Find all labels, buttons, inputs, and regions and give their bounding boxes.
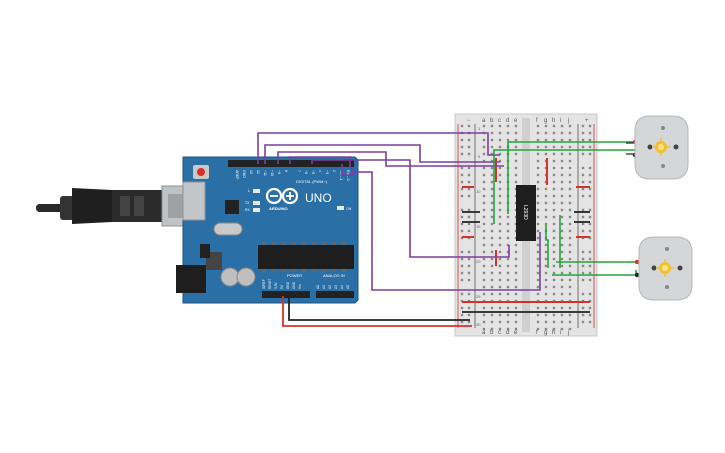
dc-motor-1[interactable] [634, 115, 689, 180]
pin-label-13: 13 [249, 170, 253, 174]
rail-minus-label: − [467, 118, 471, 124]
col-label-a: a [482, 118, 486, 124]
power-label-ioref: IOREF [262, 279, 266, 289]
wire-motor1-b [507, 141, 635, 214]
row-number-25: 25 [476, 294, 481, 299]
motor-2-shaft-icon [656, 259, 674, 277]
col-label-d: d [506, 118, 509, 124]
power-label-gnd1: GND [286, 281, 290, 289]
col-label-j: j [567, 118, 569, 124]
led-tx-label: TX [245, 201, 250, 205]
col-label-b: b [490, 118, 494, 124]
atmega-chip [258, 245, 354, 269]
wire-pin10 [289, 156, 351, 168]
analog-label-a5: A5 [346, 285, 350, 289]
motor-1-shaft-icon [652, 138, 670, 156]
wire-motor2-a [545, 225, 549, 268]
arduino-logo-icon [265, 187, 299, 205]
digital-header[interactable] [228, 160, 354, 167]
col-label-g: g [544, 118, 547, 124]
pin-label-gnd: GND [242, 170, 246, 178]
led-rx [253, 208, 260, 212]
col-label-j-bottom: j [567, 330, 569, 336]
usb-cable [36, 185, 191, 227]
led-tx [253, 201, 260, 205]
pin-label-9: ~9 [277, 170, 281, 174]
rail-plus-label: + [585, 118, 589, 124]
col-label-f: f [536, 118, 538, 124]
led-on [337, 206, 344, 210]
dc-motor-2[interactable] [638, 236, 693, 301]
power-label-vin: Vin [298, 284, 302, 289]
power-header[interactable] [262, 291, 310, 298]
pin-label-8: 8 [284, 170, 288, 172]
power-header-label: POWER [287, 273, 302, 278]
wire-pin3 [351, 168, 541, 291]
wire-gnd [288, 296, 470, 321]
col-label-g-bottom: g [544, 330, 547, 336]
col-label-h-bottom: h [552, 330, 555, 336]
analog-label-a2: A2 [328, 285, 332, 289]
col-label-e-bottom: e [514, 330, 518, 336]
pin-label-7: 7 [297, 170, 301, 172]
pin-label-6: ~6 [304, 170, 308, 174]
pin-label-4: 4 [318, 170, 322, 172]
row-number-15: 15 [476, 224, 481, 229]
col-label-a-bottom: a [482, 330, 486, 336]
digital-header-label: DIGITAL (PWM~) [296, 179, 328, 184]
analog-label-a4: A4 [340, 285, 344, 289]
col-label-d-bottom: d [506, 330, 509, 336]
wires [257, 132, 638, 327]
analog-label-a3: A3 [334, 285, 338, 289]
led-on-label: ON [346, 207, 352, 211]
breadboard[interactable]: a b c d e f g h i j a b c d e f g h i j … [454, 113, 598, 337]
power-label-3v3: 3.3V [274, 282, 278, 289]
row-number-5: 5 [478, 154, 481, 159]
col-label-i-bottom: i [560, 330, 561, 336]
wire-pin13 [257, 132, 500, 164]
power-jack [176, 265, 206, 293]
power-label-reset: RESET [268, 278, 272, 289]
power-label-gnd2: GND [292, 281, 296, 289]
wire-pin5 [311, 159, 510, 258]
col-label-h: h [552, 118, 555, 124]
led-rx-label: RX [245, 208, 251, 212]
board-model-label: UNO [305, 191, 332, 205]
row-number-30: 30 [476, 322, 481, 327]
pin-label-12: 12 [256, 170, 260, 174]
analog-label-a1: A1 [322, 285, 326, 289]
arduino-uno-board[interactable]: UNO ARDUINO DIGITAL (PWM~) POWER ANALOG … [176, 156, 359, 304]
col-label-i: i [560, 118, 561, 124]
pin-label-aref: AREF [235, 170, 239, 180]
pin-label-3: ~3 [325, 170, 329, 174]
pin-label-11: ~11 [263, 170, 267, 176]
col-label-e: e [514, 118, 518, 124]
board-brand-label: ARDUINO [269, 206, 288, 211]
l293d-chip[interactable] [516, 185, 536, 241]
pin-label-10: ~10 [270, 170, 274, 176]
row-number-20: 20 [476, 259, 481, 264]
pin-label-2: 2 [332, 170, 336, 172]
wire-pin12 [264, 144, 500, 164]
analog-header-label: ANALOG IN [323, 273, 345, 278]
wire-motor1-a [493, 149, 635, 224]
led-l-label: L [248, 189, 250, 193]
wire-5v [282, 296, 472, 327]
col-label-f-bottom: f [536, 330, 538, 336]
pin-label-5: ~5 [311, 170, 315, 174]
row-number-10: 10 [476, 189, 481, 194]
analog-label-a0: A0 [316, 285, 320, 289]
col-label-c: c [498, 118, 501, 124]
row-number-1: 1 [478, 126, 481, 131]
led-l [253, 189, 260, 193]
col-label-b-bottom: b [490, 330, 494, 336]
wire-pin-mid [341, 164, 356, 176]
power-label-5v: 5V [280, 284, 284, 289]
pin-label-1: TX→1 [339, 170, 343, 180]
col-label-c-bottom: c [498, 330, 501, 336]
analog-header[interactable] [316, 291, 354, 298]
wire-pin11 [277, 151, 504, 167]
chip-label: L293D [522, 205, 528, 220]
